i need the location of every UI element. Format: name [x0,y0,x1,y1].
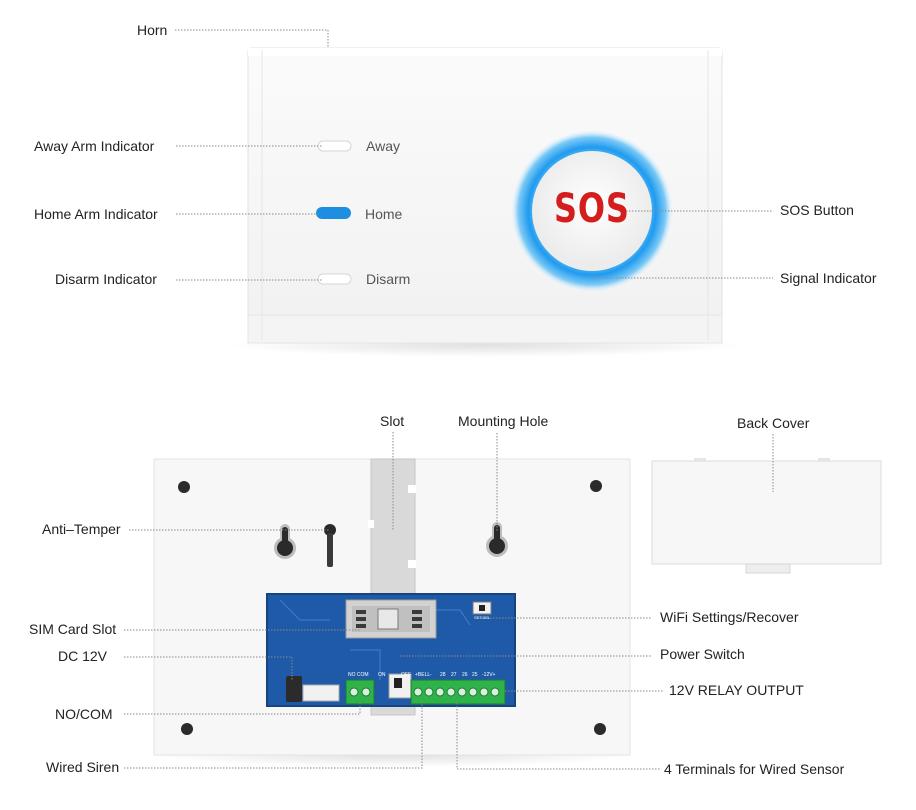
pcb-label-12v: -12V+ [482,672,496,678]
callout-anti-temper: Anti–Temper [42,521,121,537]
back-cover [651,458,882,574]
pcb-label-25: 25 [472,672,478,678]
callout-horn: Horn [137,22,168,38]
home-label: Home [365,206,403,222]
pcb-label-nocom: NO COM [348,672,369,678]
callout-home-arm: Home Arm Indicator [34,206,158,222]
away-led [317,140,352,152]
screw-hole-bl [181,723,193,735]
dc-jack [286,676,302,702]
sim-card-slot [345,599,437,639]
callout-wifi-settings: WiFi Settings/Recover [660,609,799,625]
screw-hole-tr [590,480,602,492]
callout-away-arm: Away Arm Indicator [34,138,155,154]
callout-disarm: Disarm Indicator [55,271,157,287]
callout-relay-output: 12V RELAY OUTPUT [669,682,804,698]
pcb-label-26: 26 [462,672,468,678]
home-led [316,207,351,219]
screw-hole-br [594,723,606,735]
disarm-led [317,273,352,285]
anti-tamper [324,524,336,567]
leader-lines [124,29,774,770]
nocom-terminal [345,679,375,705]
mounting-hole-right [486,522,508,557]
pcb-label-27: 27 [451,672,457,678]
callout-power-switch: Power Switch [660,646,745,662]
callout-slot: Slot [380,413,405,429]
pcb-label-28: 28 [440,672,446,678]
back-panel [147,458,637,767]
callout-wired-sensor: 4 Terminals for Wired Sensor [664,761,845,777]
mounting-hole-left [274,524,296,559]
main-terminal [410,679,506,705]
pcb-label-on: ON [378,672,386,678]
callout-mounting-hole: Mounting Hole [458,413,549,429]
sos-text: SOS [554,186,630,232]
callout-wired-siren: Wired Siren [46,759,120,775]
disarm-label: Disarm [366,271,411,287]
callout-sim-slot: SIM Card Slot [29,621,117,637]
callout-signal: Signal Indicator [780,270,877,286]
sos-button [532,151,652,271]
wifi-button [472,601,492,615]
pcb-label-off: OFF [401,672,411,678]
pcb-label-bell: +BELL- [415,672,432,678]
away-label: Away [366,138,400,154]
screw-hole-tl [178,481,190,493]
pcb-label-wifi: SET.DEL [474,615,491,620]
callout-back-cover: Back Cover [737,415,810,431]
callout-dc12v: DC 12V [58,648,108,664]
callout-nocom: NO/COM [55,706,113,722]
white-connector [302,684,340,702]
front-panel [225,47,745,357]
callout-sos-button: SOS Button [780,202,854,218]
